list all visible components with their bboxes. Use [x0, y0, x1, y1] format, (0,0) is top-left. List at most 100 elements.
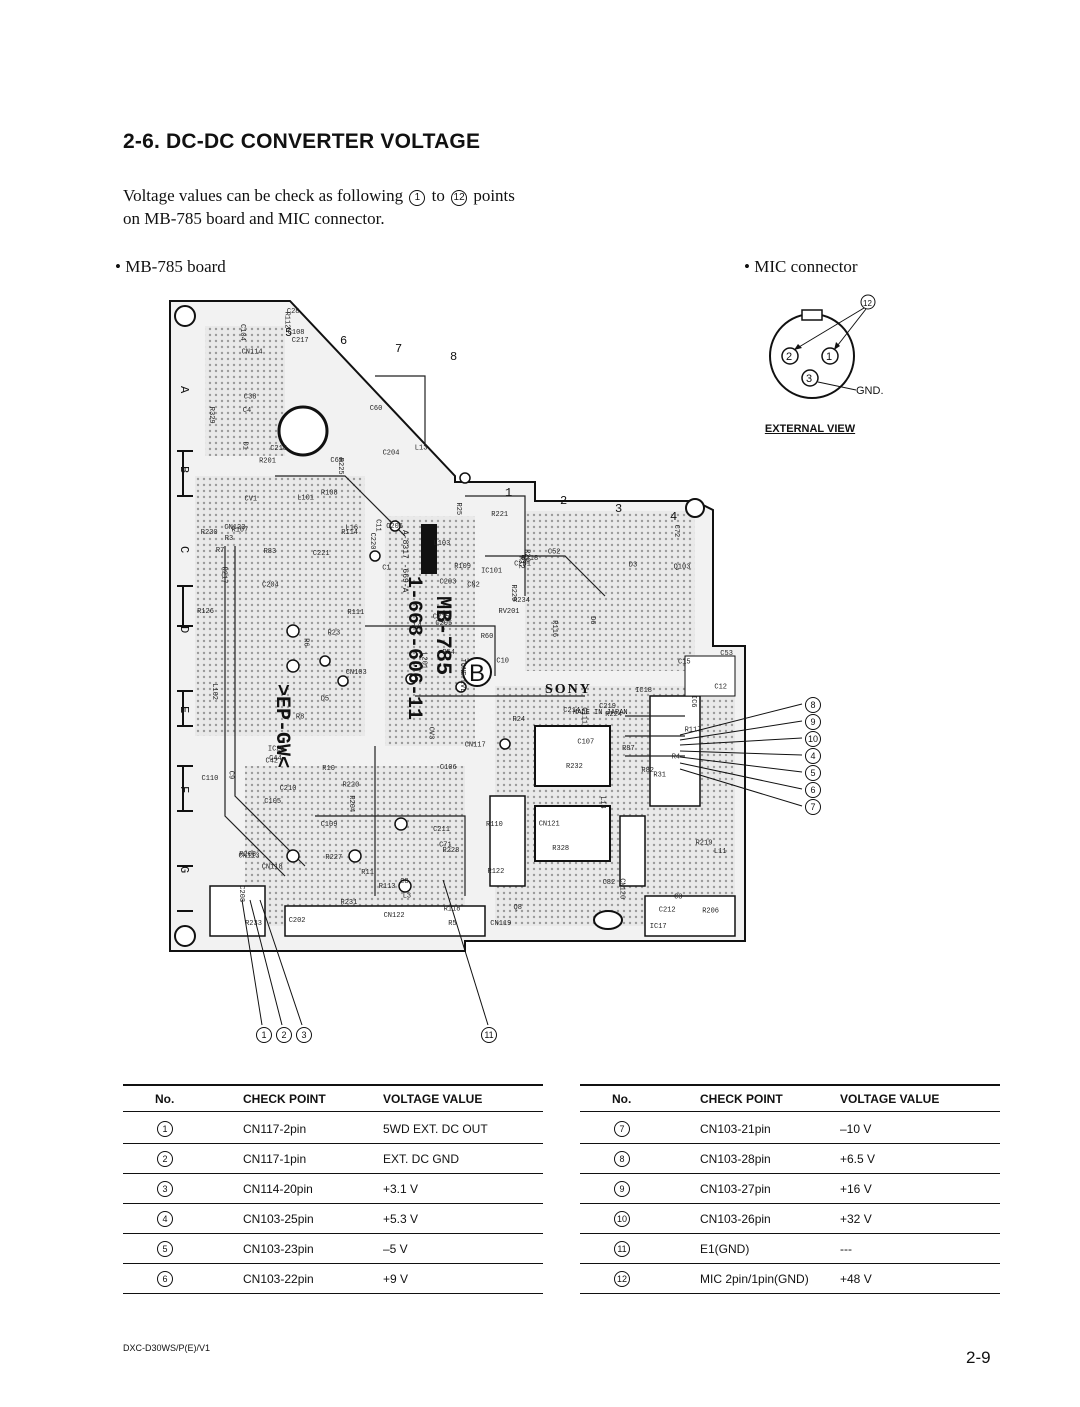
voltage-cell: –10 V: [840, 1111, 1000, 1144]
component-ref-label: C4: [243, 407, 251, 415]
component-ref-label: L4: [413, 622, 421, 630]
component-ref-label: C204: [383, 450, 400, 458]
column-number-label: 5: [285, 326, 292, 340]
component-ref-label: C220: [368, 533, 376, 550]
mb-785-board-diagram: MB-785 1-668-606-11 >EP-GW< A-8317 -669-…: [169, 300, 746, 952]
point-marker: 1: [157, 1121, 173, 1137]
component-ref-label: R111: [347, 609, 364, 617]
intro-text-1: Voltage values can be check as following: [123, 186, 404, 205]
mic-pin-3: 3: [806, 373, 812, 385]
component-ref-label: L16: [346, 525, 359, 533]
external-view-label: EXTERNAL VIEW: [764, 423, 856, 435]
component-ref-label: CN103: [346, 669, 367, 677]
zone-label: F: [177, 786, 191, 793]
component-ref-label: R4: [672, 754, 680, 762]
board-side-code: >EP-GW<: [270, 684, 293, 768]
point-marker: 4: [157, 1211, 173, 1227]
component-ref-label: R228: [443, 847, 460, 855]
voltage-cell: +32 V: [840, 1203, 1000, 1234]
svg-text:B: B: [469, 660, 485, 687]
component-ref-label: L101: [297, 495, 314, 503]
point-marker: 10: [614, 1211, 630, 1227]
component-ref-label: R224: [605, 711, 622, 719]
component-ref-label: C221: [313, 550, 330, 558]
component-ref-label: CN121: [539, 820, 560, 828]
section-title: 2-6. DC-DC CONVERTER VOLTAGE: [123, 130, 481, 153]
column-number-label: 6: [340, 334, 347, 348]
component-ref-label: C208: [237, 885, 245, 902]
component-ref-label: R218: [521, 555, 538, 563]
component-ref-label: R82: [641, 767, 654, 775]
component-ref-label: CN119: [490, 920, 511, 928]
component-ref-label: L14: [598, 796, 606, 809]
point-marker: 5: [157, 1241, 173, 1257]
component-ref-label: R220: [343, 781, 360, 789]
row-number: 7: [580, 1111, 700, 1144]
zone-label: D: [177, 626, 191, 633]
point-marker: 8: [614, 1151, 630, 1167]
component-ref-label: R233: [245, 920, 262, 928]
component-ref-label: C53: [720, 650, 733, 658]
zone-label: G: [177, 866, 191, 873]
component-ref-label: C9: [227, 771, 235, 779]
component-ref-label: R328: [552, 845, 569, 853]
component-ref-label: C44: [269, 755, 282, 763]
check-point-cell: CN103-27pin: [700, 1173, 840, 1204]
component-ref-label: Q8: [514, 904, 522, 912]
component-ref-label: R231: [341, 899, 358, 907]
col-no: No.: [580, 1084, 700, 1112]
component-ref-label: IC101: [481, 567, 502, 575]
point-marker: 9: [614, 1181, 630, 1197]
component-ref-label: C212: [659, 906, 676, 914]
mic-pin-2: 2: [786, 351, 792, 363]
component-ref-label: R329: [207, 407, 215, 424]
component-ref-label: R114: [341, 529, 358, 537]
component-ref-label: C104: [238, 324, 246, 341]
component-ref-label: C71: [439, 842, 452, 850]
column-number-label: 2: [560, 494, 567, 508]
mic-gnd-label: GND.: [856, 385, 884, 397]
component-ref-label: CN118: [262, 863, 283, 871]
component-ref-label: C69: [330, 457, 343, 465]
callout-7: 7: [805, 799, 821, 815]
callout-3: 3: [296, 1027, 312, 1043]
component-ref-label: C38: [244, 394, 257, 402]
component-ref-label: C3: [674, 894, 682, 902]
component-ref-label: R110: [486, 821, 503, 829]
check-point-cell: MIC 2pin/1pin(GND): [700, 1263, 840, 1294]
component-ref-label: R225: [336, 458, 344, 475]
component-ref-label: C72: [672, 525, 680, 538]
voltage-cell: +3.1 V: [383, 1173, 543, 1204]
component-ref-label: R230: [201, 529, 218, 537]
component-ref-label: R117: [685, 726, 702, 734]
brand-logo: SONY: [545, 682, 592, 697]
check-point-cell: CN103-22pin: [243, 1263, 383, 1294]
component-ref-label: R12: [516, 556, 524, 569]
component-ref-label: R206: [702, 907, 719, 915]
column-number-label: 3: [615, 502, 622, 516]
component-ref-label: R31: [653, 772, 666, 780]
component-ref-label: R23: [328, 630, 341, 638]
component-ref-label: CN120: [618, 878, 626, 899]
column-number-label: 8: [450, 350, 457, 364]
component-ref-label: R113: [379, 883, 396, 891]
intro-text-4: on MB-785 board and MIC connector.: [123, 209, 385, 228]
callout-2: 2: [276, 1027, 292, 1043]
component-ref-label: IC28: [268, 746, 285, 754]
component-ref-label: R83: [264, 548, 277, 556]
component-ref-label: C214: [563, 707, 580, 715]
component-ref-label: D6: [588, 616, 596, 624]
component-ref-label: CN113: [239, 852, 260, 860]
check-point-cell: CN117-1pin: [243, 1143, 383, 1174]
col-voltage-value: VOLTAGE VALUE: [840, 1084, 1000, 1112]
